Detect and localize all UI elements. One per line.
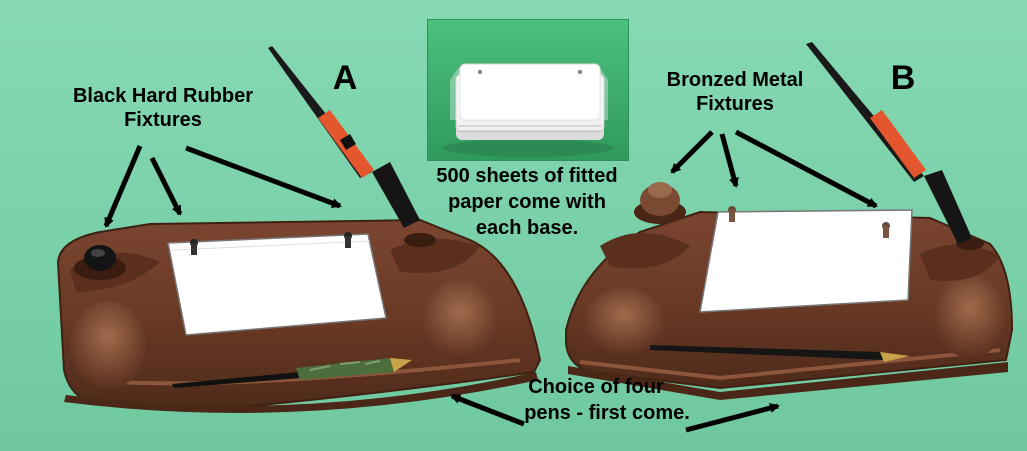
paper-caption-line3: each base. bbox=[475, 217, 579, 239]
right-fixtures-label: Bronzed Metal Fixtures bbox=[650, 68, 820, 117]
right-fixtures-line2: Fixtures bbox=[696, 93, 774, 116]
paper-stack-inset bbox=[427, 19, 629, 161]
desk-set-a bbox=[56, 46, 542, 413]
arrow-left-inkwell bbox=[103, 145, 143, 228]
label-a: A bbox=[332, 59, 358, 97]
paper-caption-line1: 500 sheets of fitted bbox=[436, 165, 618, 187]
paper-caption-line2: paper come with bbox=[448, 191, 606, 213]
arrow-right-post-1 bbox=[719, 133, 739, 188]
left-fixtures-line1: Black Hard Rubber bbox=[72, 85, 254, 107]
pens-caption-line2: pens - first come. bbox=[524, 402, 690, 424]
arrow-pens-left bbox=[450, 393, 525, 427]
arrow-pens-right bbox=[685, 403, 780, 433]
arrow-left-post-2 bbox=[185, 145, 342, 209]
arrows bbox=[103, 129, 878, 433]
arrow-right-post-2 bbox=[734, 129, 878, 209]
paper-caption: 500 sheets of fitted paper come with eac… bbox=[424, 163, 630, 241]
desk-set-b bbox=[565, 42, 1014, 400]
pens-caption: Choice of four pens - first come. bbox=[496, 374, 696, 426]
left-fixtures-line2: Fixtures bbox=[124, 109, 202, 132]
right-fixtures-line1: Bronzed Metal bbox=[666, 69, 804, 91]
left-fixtures-label: Black Hard Rubber Fixtures bbox=[58, 84, 268, 133]
arrow-left-post-1 bbox=[149, 156, 183, 216]
arrow-right-inkwell bbox=[670, 130, 714, 174]
pens-caption-line1: Choice of four bbox=[528, 376, 664, 398]
label-b: B bbox=[890, 59, 916, 97]
paper-stack-illustration bbox=[428, 20, 628, 160]
